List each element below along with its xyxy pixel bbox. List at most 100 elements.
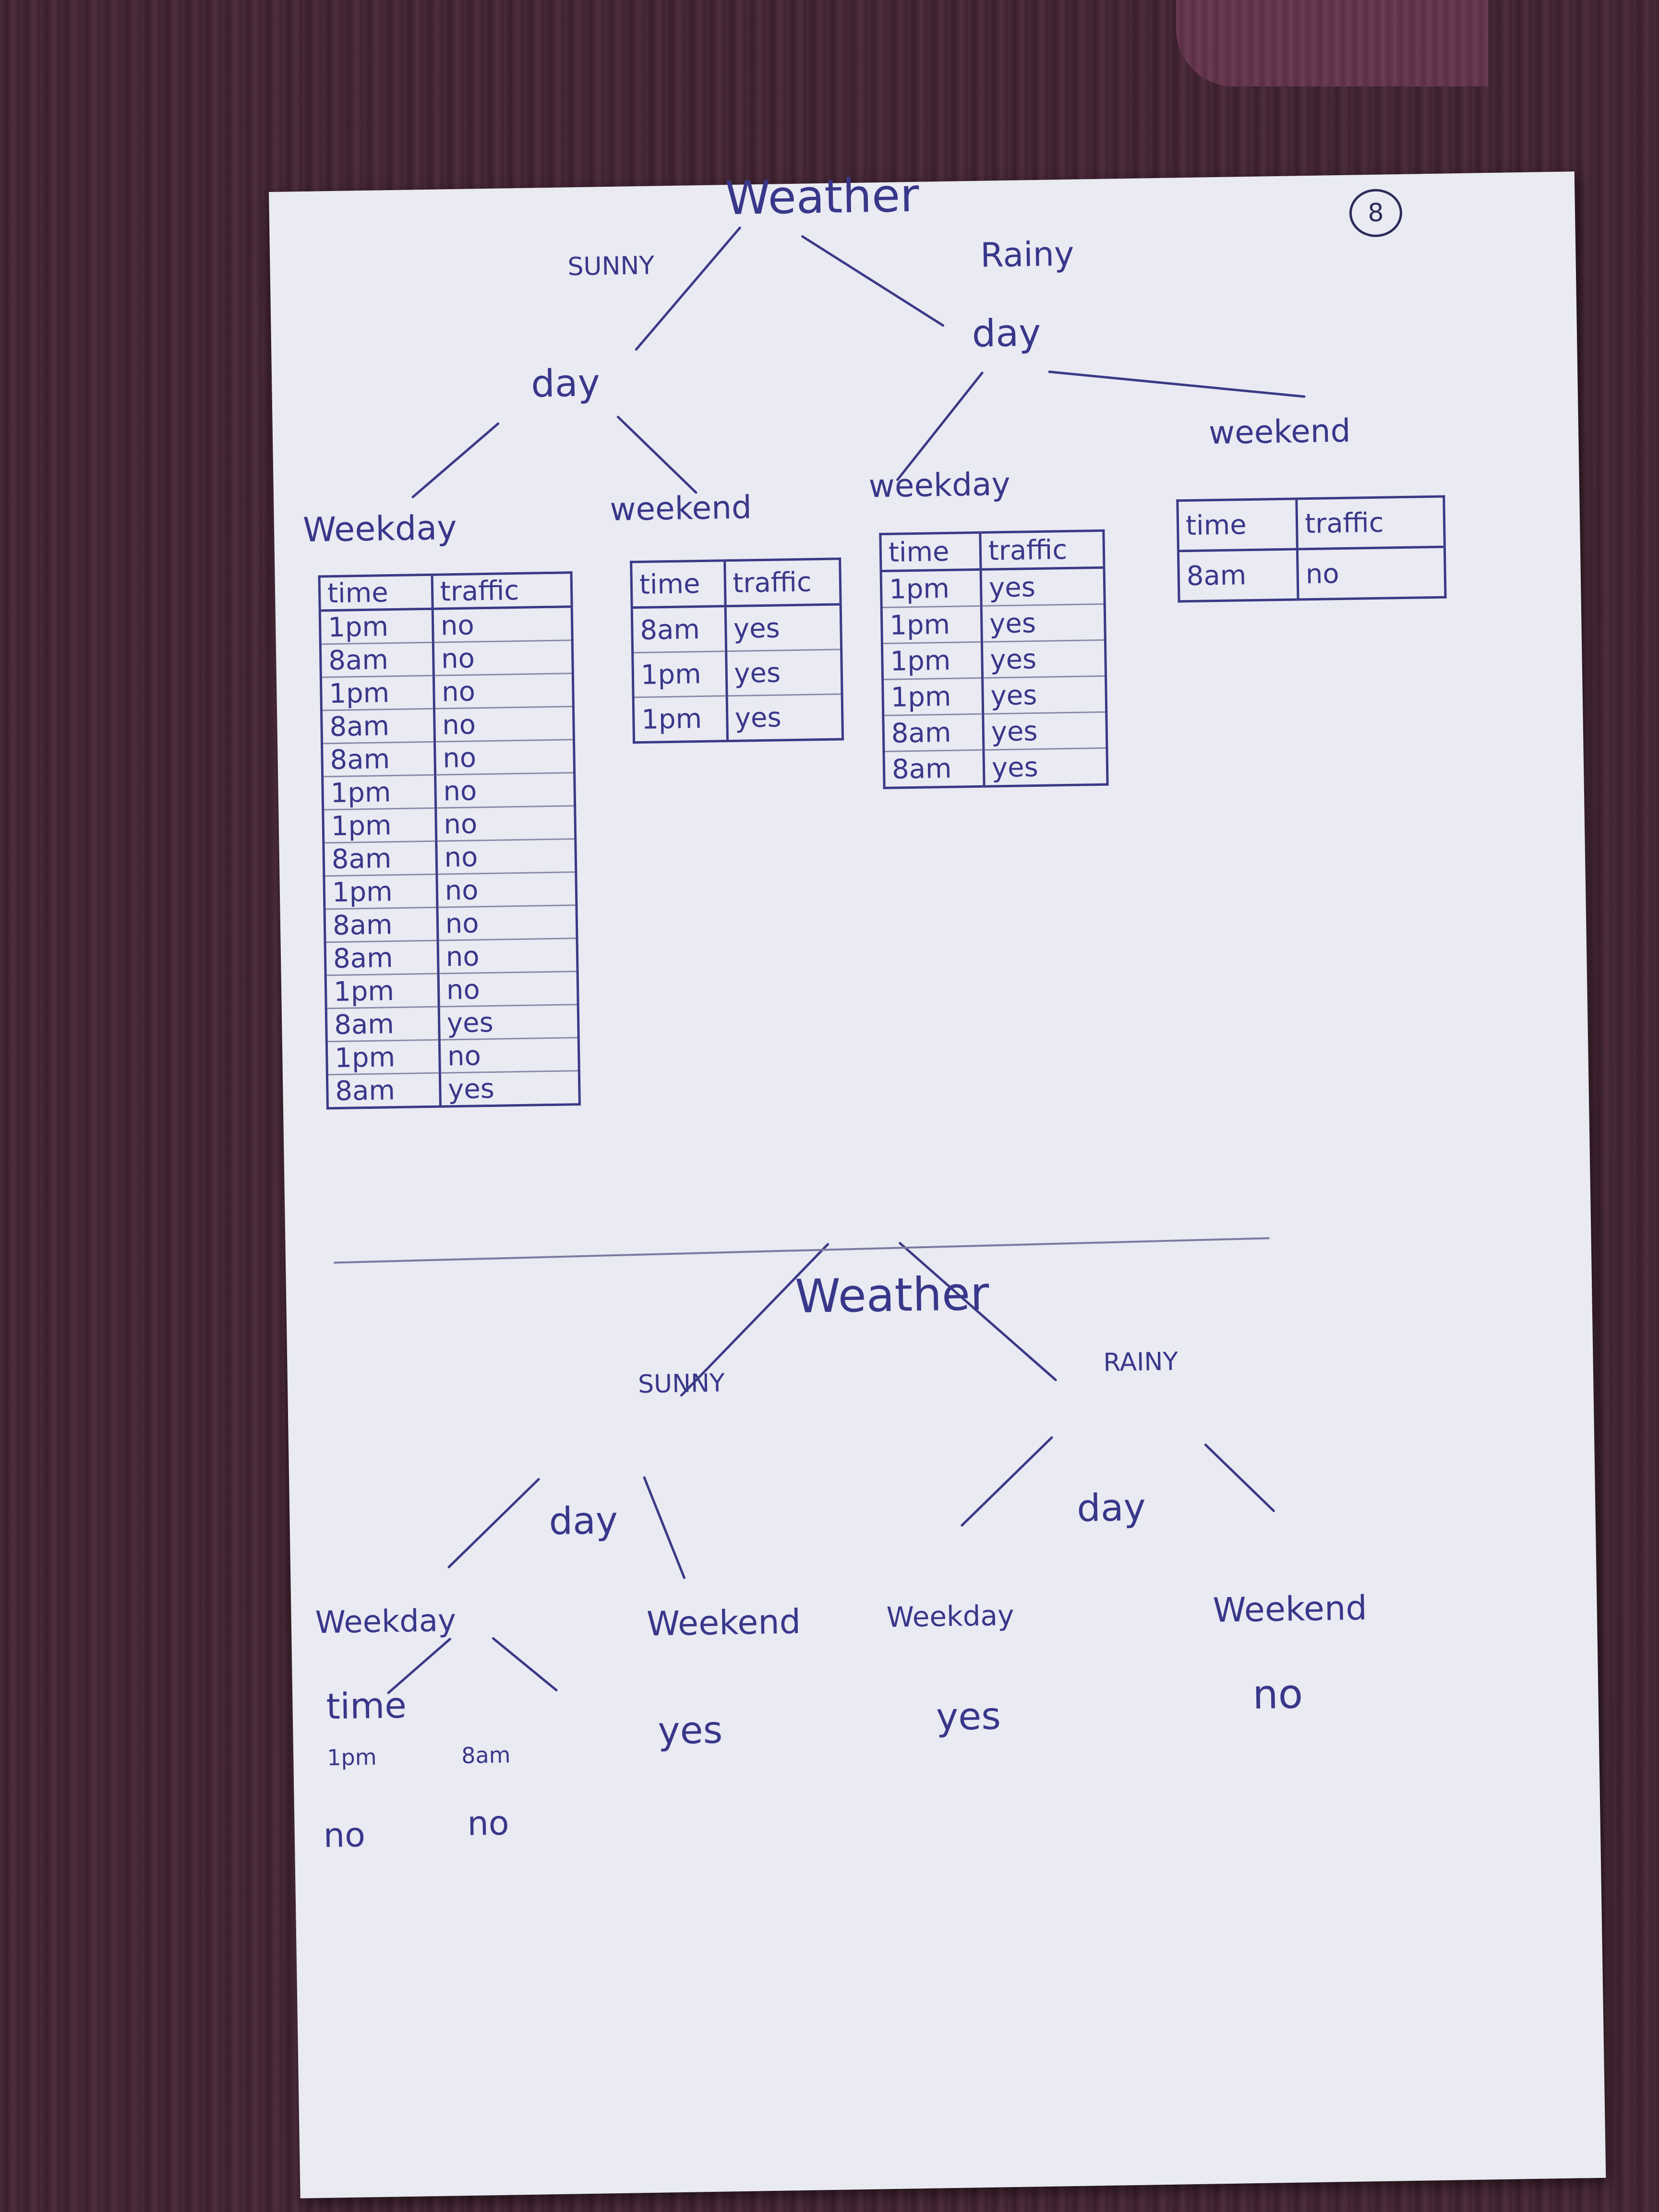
tree2-rainy-weekday-label: Weekday (886, 1599, 1014, 1634)
traffic-cell: yes (438, 1004, 579, 1040)
time-column-header: time (880, 532, 981, 571)
time-cell: 8am (323, 841, 437, 876)
traffic-cell: yes (983, 712, 1107, 750)
tree1-rainy-weekday-label: weekday (868, 465, 1011, 505)
tree2-8am-edge-label: 8am (461, 1742, 511, 1769)
traffic-cell: no (433, 673, 574, 709)
paper-sheet: 8 Weather SUNNY Rainy day day Weekday we… (269, 168, 1606, 2199)
traffic-cell: no (435, 772, 575, 808)
time-cell: 1pm (323, 808, 436, 843)
traffic-column-header: traffic (724, 558, 841, 606)
tree2-sunny-weekend-label: Weekend (646, 1601, 801, 1644)
tree1-rainy-day-node: day (972, 311, 1042, 356)
traffic-cell: no (432, 606, 573, 643)
traffic-cell: yes (982, 676, 1106, 714)
time-cell: 8am (326, 1007, 440, 1042)
traffic-cell: no (433, 640, 573, 676)
time-cell: 1pm (633, 696, 728, 743)
time-cell: 1pm (881, 569, 982, 608)
time-column-header: time (1177, 498, 1298, 551)
traffic-cell: no (437, 938, 578, 974)
tree2-rainy-edge-label: RAINY (1103, 1347, 1178, 1377)
traffic-cell: no (438, 971, 578, 1007)
tree1-sunny-edge-label: SUNNY (567, 251, 655, 282)
time-cell: 1pm (326, 1040, 440, 1075)
tree2-sunny-weekday-label: Weekday (315, 1603, 457, 1641)
tree1-sunny-weekday-label: Weekday (302, 507, 457, 550)
tree1-root-label: Weather (724, 168, 920, 226)
time-cell: 8am (883, 714, 984, 752)
time-column-header: time (319, 575, 433, 611)
traffic-cell: yes (981, 604, 1106, 642)
traffic-column-header: traffic (432, 572, 572, 609)
tree2-rainy-weekend-label: Weekend (1213, 1588, 1368, 1630)
time-cell: 1pm (882, 678, 983, 716)
time-cell: 1pm (320, 609, 433, 644)
time-cell: 1pm (322, 775, 436, 810)
time-cell: 8am (325, 940, 438, 975)
time-cell: 8am (1178, 549, 1298, 601)
tree2-root-label: Weather (794, 1266, 990, 1324)
tree1-rainy-weekend-label: weekend (1208, 412, 1351, 452)
tree1-rainy-edge-label: Rainy (980, 234, 1075, 275)
tree2-sunny-edge-label: SUNNY (637, 1369, 725, 1399)
traffic-column-header: traffic (1296, 496, 1445, 549)
traffic-cell: no (435, 805, 576, 842)
traffic-cell: no (1297, 547, 1446, 600)
time-cell: 1pm (882, 642, 983, 680)
traffic-cell: no (437, 905, 577, 941)
traffic-cell: no (439, 1037, 579, 1073)
tree2-rainy-day-node: day (1076, 1486, 1146, 1530)
traffic-cell: yes (726, 694, 843, 741)
traffic-cell: yes (982, 640, 1106, 678)
tree2-sunny-day-node: day (548, 1499, 618, 1544)
time-cell: 1pm (881, 606, 982, 644)
time-cell: 1pm (325, 974, 439, 1009)
fabric-fold (1176, 0, 1488, 86)
tree1-sunny-weekend-label: weekend (609, 489, 752, 528)
time-cell: 1pm (321, 675, 434, 710)
time-cell: 8am (322, 742, 435, 777)
traffic-cell: yes (983, 748, 1108, 787)
traffic-cell: no (434, 706, 574, 742)
tree2-1pm-edge-label: 1pm (326, 1743, 377, 1771)
time-cell: 8am (321, 709, 435, 744)
time-cell: 8am (320, 642, 434, 677)
time-cell: 1pm (632, 651, 727, 697)
tree1-sunny-day-node: day (530, 361, 601, 406)
traffic-cell: no (436, 839, 576, 875)
traffic-cell: yes (726, 649, 842, 696)
traffic-column-header: traffic (980, 530, 1105, 570)
tree2-leaf-rainy-weekday: yes (936, 1695, 1001, 1739)
tree2-leaf-8am: no (467, 1803, 510, 1843)
time-cell: 8am (327, 1073, 441, 1108)
traffic-cell: no (436, 872, 577, 908)
traffic-cell: yes (725, 604, 842, 651)
tree2-leaf-1pm: no (323, 1815, 366, 1855)
traffic-cell: yes (440, 1070, 580, 1107)
